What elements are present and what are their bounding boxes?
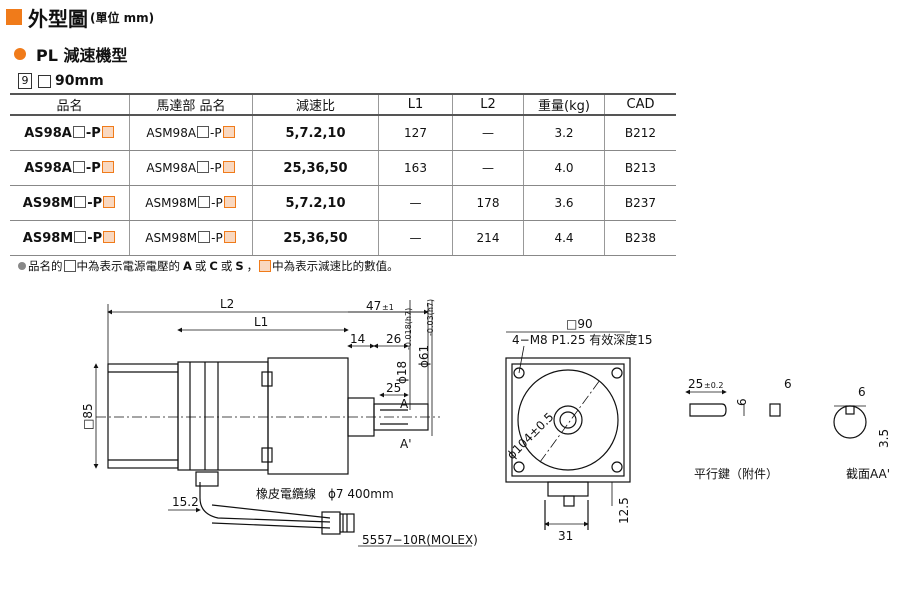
key-25-tol: ±0.2: [704, 381, 723, 390]
l2: —: [452, 150, 524, 186]
l1: —: [378, 185, 453, 221]
dim-12: 12.5: [617, 497, 631, 524]
l1: 163: [378, 150, 453, 186]
col-header: 減速比: [252, 93, 379, 116]
table-row: AS98M-P ASM98M-P 5,7.2,10 — 178 3.6 B237: [10, 185, 676, 221]
cad: B238: [604, 220, 676, 256]
header-square-icon: [6, 9, 22, 25]
section-label: 截面AA': [846, 467, 890, 481]
section-a2: A': [400, 437, 412, 451]
l2: 178: [452, 185, 524, 221]
motor-name: ASM98A-P: [129, 150, 253, 186]
dim-26: 26: [386, 332, 401, 346]
weight: 4.4: [523, 220, 605, 256]
cad: B212: [604, 115, 676, 151]
size-value: 90mm: [55, 73, 104, 89]
side-view: [96, 357, 440, 535]
part-name: AS98A-P: [10, 150, 130, 186]
part-name: AS98A-P: [10, 115, 130, 151]
dim-phi61-tol: -0.03(h7): [426, 299, 435, 336]
square-icon: [38, 74, 51, 88]
cable-spec: ϕ7 400mm: [328, 487, 394, 501]
key-35: 3.5: [877, 429, 891, 448]
dim-l2: L2: [220, 297, 234, 311]
dim-47-tol: ±1: [382, 303, 394, 312]
dim-15: 15.2: [172, 495, 199, 509]
key-6a: 6: [735, 398, 749, 406]
front-view: [505, 331, 631, 530]
dim-phi18-tol: -0.018(h7): [404, 308, 413, 350]
dim-85: □85: [81, 403, 95, 430]
note-bullet-icon: [18, 262, 26, 270]
motor-name: ASM98M-P: [129, 185, 253, 221]
size-label: 9 90mm: [18, 73, 104, 89]
section-title: PL 減速機型: [36, 46, 128, 65]
page-header: 外型圖 (單位 mm): [6, 4, 155, 31]
l2: 214: [452, 220, 524, 256]
page-unit: (單位 mm): [90, 10, 155, 25]
page-title: 外型圖: [28, 6, 88, 31]
ratio: 25,36,50: [252, 220, 379, 256]
l1: 127: [378, 115, 453, 151]
weight: 3.2: [523, 115, 605, 151]
key-25: 25: [688, 377, 703, 391]
dim-14: 14: [350, 332, 365, 346]
part-name: AS98M-P: [10, 185, 130, 221]
front-square: □90: [566, 317, 593, 331]
dim-phi18: ϕ18: [395, 361, 409, 384]
col-header: 品名: [10, 93, 130, 116]
dim-phi61: ϕ61: [417, 345, 431, 368]
footnote: 品名的 中為表示電源電壓的 A 或 C 或 S ， 中為表示減速比的數值。: [18, 258, 399, 274]
table-row: AS98A-P ASM98A-P 25,36,50 163 — 4.0 B213: [10, 150, 676, 186]
col-header: CAD: [604, 93, 676, 116]
ratio: 25,36,50: [252, 150, 379, 186]
motor-name: ASM98A-P: [129, 115, 253, 151]
l1: —: [378, 220, 453, 256]
dim-25: 25: [386, 381, 401, 395]
col-header: 馬達部 品名: [129, 93, 253, 116]
col-header: L2: [452, 93, 524, 116]
table-row: AS98A-P ASM98A-P 5,7.2,10 127 — 3.2 B212: [10, 115, 676, 151]
dim-47: 47: [366, 299, 381, 313]
section-a: A: [400, 397, 409, 411]
col-header: 重量(kg): [523, 93, 605, 116]
key-label: 平行鍵（附件）: [694, 466, 778, 481]
cable-label: 橡皮電纜線: [256, 486, 316, 501]
weight: 4.0: [523, 150, 605, 186]
table-row: AS98M-P ASM98M-P 25,36,50 — 214 4.4 B238: [10, 220, 676, 256]
l2: —: [452, 115, 524, 151]
table-header-row: 品名 馬達部 品名 減速比 L1 L2 重量(kg) CAD: [10, 93, 676, 116]
dim-l1: L1: [254, 315, 268, 329]
spec-table: 品名 馬達部 品名 減速比 L1 L2 重量(kg) CAD AS98A-P A…: [10, 93, 676, 256]
connector-label: 5557−10R(MOLEX): [362, 533, 478, 547]
cad: B213: [604, 150, 676, 186]
part-name: AS98M-P: [10, 220, 130, 256]
ratio: 5,7.2,10: [252, 185, 379, 221]
key-6b: 6: [784, 377, 792, 391]
cad: B237: [604, 185, 676, 221]
figure-number: 9: [18, 73, 32, 89]
section-heading: PL 減速機型: [14, 42, 128, 66]
key-6c: 6: [858, 385, 866, 399]
weight: 3.6: [523, 185, 605, 221]
key-drawing: [685, 389, 867, 439]
dim-31: 31: [558, 529, 573, 543]
front-holes: 4−M8 P1.25 有效深度15: [512, 332, 653, 347]
bullet-dot-icon: [14, 48, 26, 60]
motor-name: ASM98M-P: [129, 220, 253, 256]
ratio: 5,7.2,10: [252, 115, 379, 151]
col-header: L1: [378, 93, 453, 116]
